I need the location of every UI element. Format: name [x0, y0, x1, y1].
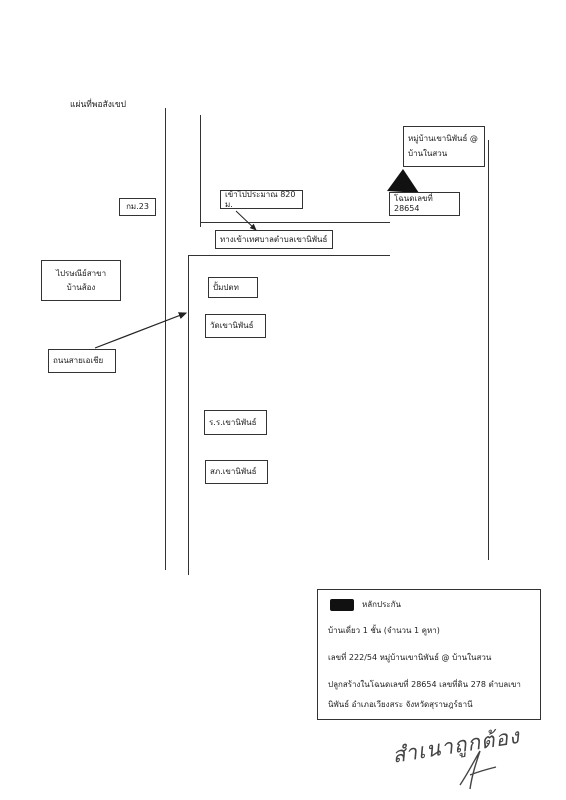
legend-box: หลักประกัน บ้านเดี่ยว 1 ชั้น (จำนวน 1 คู… — [317, 589, 541, 720]
distance-box: เข้าไปประมาณ 820 ม. — [220, 190, 303, 209]
gas-station-label: ปั้มปตท — [213, 282, 239, 292]
school-box: ร.ร.เขานิพันธ์ — [204, 410, 267, 435]
highway-arrow — [94, 312, 188, 349]
temple-label: วัดเขานิพันธ์ — [210, 321, 254, 331]
right-boundary-line — [488, 140, 489, 560]
village-line-2: บ้านในสวน — [408, 149, 448, 158]
post-office-line-1: ไปรษณีย์สาขา — [55, 268, 107, 278]
km-marker-label: กม.23 — [126, 202, 149, 212]
post-office-line-2: บ้านส้อง — [66, 282, 96, 292]
legend-marker-swatch — [330, 599, 354, 611]
deed-box: โฉนดเลขที่ 28654 — [389, 192, 460, 216]
school-label: ร.ร.เขานิพันธ์ — [209, 417, 257, 427]
side-road-lower-left-edge — [188, 255, 189, 575]
road-sign-box: ทางเข้าเทศบาลตำบลเขานิพันธ์ — [215, 230, 333, 249]
village-box: หมู่บ้านเขานิพันธ์ @ บ้านในสวน — [403, 126, 485, 167]
village-line-1: หมู่บ้านเขานิพันธ์ @ — [408, 134, 478, 144]
deed-label: โฉนดเลขที่ 28654 — [394, 194, 433, 213]
highway-label-box: ถนนสายเอเชีย — [48, 349, 116, 373]
map-title: แผ่นที่พอสังเขป — [70, 100, 127, 110]
side-road-bottom-edge — [188, 255, 390, 256]
health-center-box: สภ.เขานิพันธ์ — [205, 460, 268, 484]
signature-icon — [459, 750, 497, 790]
gas-station-box: ปั้มปตท — [208, 277, 258, 298]
legend-line-3: ปลูกสร้างในโฉนดเลขที่ 28654 เลขที่ดิน 27… — [328, 680, 521, 689]
temple-box: วัดเขานิพันธ์ — [205, 314, 266, 338]
highway-label: ถนนสายเอเชีย — [53, 356, 104, 366]
legend-marker-label: หลักประกัน — [362, 600, 402, 609]
distance-label: เข้าไปประมาณ 820 ม. — [225, 189, 296, 209]
road-sign-label: ทางเข้าเทศบาลตำบลเขานิพันธ์ — [220, 234, 328, 244]
side-road-top-edge — [200, 222, 390, 223]
side-road-upper-left-edge — [200, 115, 201, 227]
health-center-label: สภ.เขานิพันธ์ — [210, 467, 257, 477]
legend-line-2: เลขที่ 222/54 หมู่บ้านเขานิพันธ์ @ บ้านใ… — [328, 653, 492, 662]
distance-arrow — [235, 210, 257, 231]
legend-line-4: นิพันธ์ อำเภอเวียงสระ จังหวัดสุราษฎร์ธาน… — [328, 700, 473, 709]
km-marker-box: กม.23 — [119, 198, 156, 216]
property-marker-icon — [387, 169, 419, 193]
legend-line-1: บ้านเดี่ยว 1 ชั้น (จำนวน 1 คูหา) — [328, 626, 440, 635]
highway-line — [165, 108, 166, 570]
post-office-box: ไปรษณีย์สาขา บ้านส้อง — [41, 260, 121, 301]
